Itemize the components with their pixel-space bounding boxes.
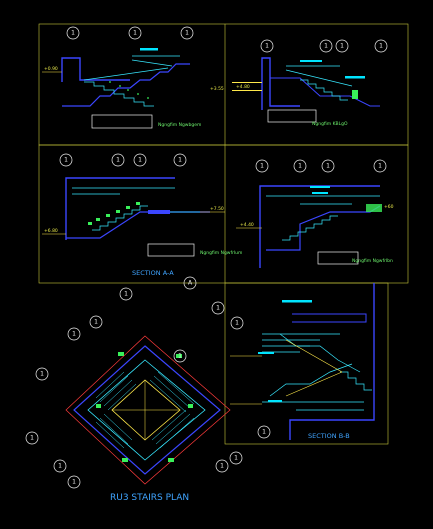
elev-tr-a: +3.55 [210, 86, 224, 92]
stairs-plan: RU3 STAIRS PLAN 1 1 1 1 1 1 1 1 1 1 [25, 287, 243, 503]
svg-text:1: 1 [216, 305, 220, 312]
grid-bubble: 1 [335, 39, 349, 53]
grid-bubble: 1 [319, 39, 333, 53]
grid-bubble: 1 [133, 153, 147, 167]
elev-tr-b: +4.80 [236, 84, 250, 90]
label-top-left: Ngngfim Ngwbgem [158, 122, 201, 128]
svg-text:1: 1 [124, 291, 128, 298]
svg-text:1: 1 [379, 43, 383, 50]
svg-text:1: 1 [235, 320, 239, 327]
svg-text:1: 1 [133, 30, 137, 37]
grid-bubble: 1 [53, 459, 67, 473]
svg-text:1: 1 [298, 163, 302, 170]
grid-bubble: 1 [67, 327, 81, 341]
grid-bubble: 1 [321, 159, 335, 173]
frame-section-bb [224, 282, 389, 445]
grid-bubble: 1 [35, 367, 49, 381]
svg-text:1: 1 [340, 43, 344, 50]
section-bb: SECTION B-B 1 1 1 [211, 283, 375, 440]
svg-text:A: A [188, 280, 193, 287]
label-top-right: Ngngfim KBLgO [312, 121, 348, 127]
grid-bubble: 1 [111, 153, 125, 167]
grid-bubble: 1 [119, 287, 133, 301]
section-top-left: +0.90 Ngngfim Ngwbgem 1 1 1 [42, 26, 201, 129]
grid-bubble: 1 [373, 159, 387, 173]
svg-text:1: 1 [324, 43, 328, 50]
svg-text:1: 1 [265, 43, 269, 50]
label-middle-left: Ngngfim Ngwfrlum [200, 250, 242, 256]
svg-text:1: 1 [262, 429, 266, 436]
grid-bubble: 1 [173, 153, 187, 167]
title-section-aa: SECTION A-A [132, 269, 174, 277]
svg-text:1: 1 [138, 157, 142, 164]
grid-bubble: 1 [293, 159, 307, 173]
grid-bubble: 1 [59, 153, 73, 167]
grid-bubble: 1 [67, 475, 81, 489]
grid-bubble: 1 [215, 459, 229, 473]
grid-bubble: 1 [66, 26, 80, 40]
grid-bubble: 1 [260, 39, 274, 53]
svg-text:1: 1 [71, 30, 75, 37]
sheet-frames [38, 23, 409, 445]
svg-text:1: 1 [72, 479, 76, 486]
grid-bubble: 1 [229, 451, 243, 465]
section-top-right: +3.55 +4.80 Ngngfim KBLgO 1 1 1 1 [210, 39, 388, 127]
label-middle-right: Ngngfim Ngwfrlbn [352, 258, 393, 264]
grid-bubble: 1 [89, 315, 103, 329]
grid-bubble: 1 [173, 349, 187, 363]
grid-bubble: 1 [230, 316, 244, 330]
grid-bubble: 1 [211, 301, 225, 315]
svg-text:1: 1 [94, 319, 98, 326]
grid-bubble: 1 [25, 431, 39, 445]
svg-text:1: 1 [178, 157, 182, 164]
svg-text:1: 1 [378, 163, 382, 170]
svg-text:1: 1 [260, 163, 264, 170]
svg-text:1: 1 [116, 157, 120, 164]
section-middle-right: +4.40 +60 Ngngfim Ngwfrlbn 1 1 1 1 [236, 159, 394, 268]
elev-aa-left: +6.80 [44, 228, 58, 234]
svg-text:1: 1 [58, 463, 62, 470]
section-aa: +7.50 +6.80 Ngngfim Ngwfrlum SECTION A-A… [42, 153, 242, 290]
elev-aa-right: +7.50 [210, 206, 224, 212]
svg-text:1: 1 [220, 463, 224, 470]
svg-text:1: 1 [72, 331, 76, 338]
svg-text:1: 1 [64, 157, 68, 164]
title-section-bb: SECTION B-B [308, 432, 350, 440]
grid-bubble: 1 [128, 26, 142, 40]
grid-bubble: 1 [255, 159, 269, 173]
grid-bubble: 1 [180, 26, 194, 40]
grid-bubble: 1 [374, 39, 388, 53]
elev-tl-left: +0.90 [44, 66, 58, 72]
elev-mr-right: +60 [384, 204, 394, 210]
grid-bubble: 1 [257, 425, 271, 439]
svg-text:1: 1 [326, 163, 330, 170]
frame-middle [38, 144, 409, 284]
elev-mr-left: +4.40 [240, 222, 254, 228]
svg-text:1: 1 [234, 455, 238, 462]
svg-text:1: 1 [40, 371, 44, 378]
svg-text:1: 1 [185, 30, 189, 37]
svg-text:1: 1 [30, 435, 34, 442]
grid-bubble: A [183, 276, 197, 290]
svg-text:1: 1 [178, 353, 182, 360]
title-stairs-plan: RU3 STAIRS PLAN [110, 493, 189, 503]
